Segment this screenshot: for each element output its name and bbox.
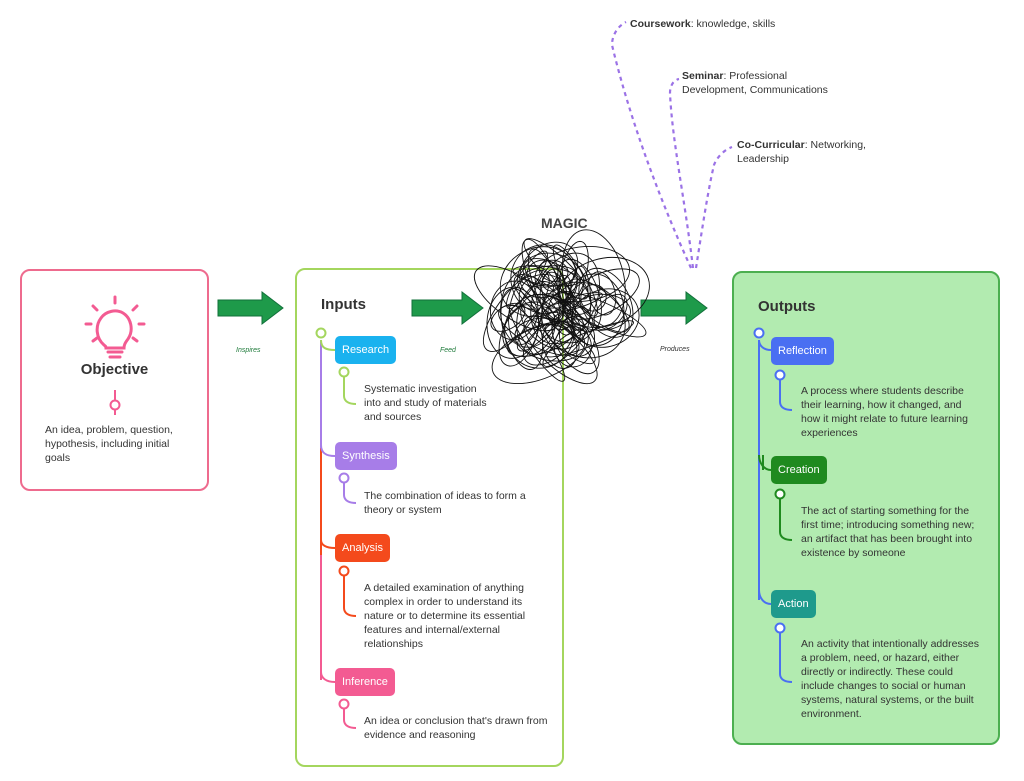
flow-arrows bbox=[217, 290, 708, 326]
cocurricular-name: Co-Curricular bbox=[737, 139, 805, 151]
synthesis-description: The combination of ideas to form a theor… bbox=[364, 490, 526, 516]
scribble-loop bbox=[523, 238, 589, 300]
inspires-label: Inspires bbox=[236, 347, 261, 354]
coursework-tag: Coursework: knowledge, skills bbox=[630, 17, 830, 31]
synthesis-node: Synthesis bbox=[335, 442, 397, 470]
cocurricular-tag: Co-Curricular: Networking, Leadership bbox=[737, 138, 887, 166]
seminar-detail: : Professional Development, Communicatio… bbox=[682, 70, 828, 96]
seminar-tag: Seminar: Professional Development, Commu… bbox=[682, 69, 852, 97]
scribble-loop bbox=[513, 274, 569, 323]
scribble-loop bbox=[547, 292, 576, 331]
seminar-line bbox=[668, 77, 695, 269]
inference-description: An idea or conclusion that's drawn from … bbox=[364, 715, 548, 741]
scribble-loop bbox=[551, 312, 600, 375]
objective-connector bbox=[109, 390, 121, 415]
scribble-loop bbox=[523, 320, 574, 366]
research-node: Research bbox=[335, 336, 397, 364]
scribble-loop bbox=[539, 268, 567, 321]
scribble-loop bbox=[490, 302, 526, 332]
cocurricular-line bbox=[694, 145, 733, 269]
scribble-loop bbox=[519, 241, 579, 299]
action-description: An activity that intentionally addresses… bbox=[801, 638, 980, 720]
scribble-loop bbox=[512, 265, 581, 287]
scribble-loop bbox=[541, 281, 626, 359]
feed-arrow bbox=[411, 290, 484, 326]
produces-label: Produces bbox=[660, 346, 690, 353]
scribble-loop bbox=[557, 257, 650, 328]
coursework-name: Coursework bbox=[630, 18, 691, 30]
inputs-tree bbox=[315, 327, 357, 729]
coursework-detail: : knowledge, skills bbox=[690, 18, 776, 30]
creation-node: Creation bbox=[771, 456, 827, 484]
scribble-loop bbox=[509, 304, 566, 382]
action-node: Action bbox=[771, 590, 816, 618]
reflection-node: Reflection bbox=[771, 337, 834, 365]
scribble-loop bbox=[530, 252, 600, 345]
coursework-line bbox=[610, 21, 693, 269]
scribble-loop bbox=[499, 246, 578, 318]
scribble-loop bbox=[562, 268, 640, 320]
scribble-loop bbox=[571, 293, 631, 331]
magic-scribble bbox=[473, 229, 650, 385]
scribble-loop bbox=[534, 246, 631, 303]
scribble-loop bbox=[565, 273, 625, 347]
research-description: Systematic investigation into and study … bbox=[364, 383, 487, 423]
analysis-description: A detailed examination of anything compl… bbox=[364, 582, 526, 650]
inputs-title: Inputs bbox=[321, 296, 366, 313]
lightbulb-icon bbox=[84, 295, 146, 359]
scribble-loop bbox=[553, 326, 592, 368]
scribble-loop bbox=[556, 258, 602, 333]
scribble-loop bbox=[491, 321, 589, 385]
feed-label: Feed bbox=[440, 347, 456, 354]
scribble-loop bbox=[522, 258, 592, 315]
inspires-arrow bbox=[217, 290, 284, 326]
scribble-loop bbox=[490, 280, 539, 341]
magic-source-lines bbox=[610, 21, 733, 269]
scribble-loop bbox=[580, 284, 607, 312]
magic-title: MAGIC bbox=[541, 215, 588, 231]
outputs-title: Outputs bbox=[758, 298, 816, 315]
scribble-loop bbox=[483, 269, 550, 352]
objective-description: An idea, problem, question, hypothesis, … bbox=[45, 424, 173, 464]
scribble-loop bbox=[578, 267, 634, 338]
outputs-tree bbox=[753, 327, 793, 683]
objective-title: Objective bbox=[80, 361, 149, 378]
reflection-description: A process where students describe their … bbox=[801, 385, 968, 439]
inference-node: Inference bbox=[335, 668, 395, 696]
creation-description: The act of starting something for the fi… bbox=[801, 505, 975, 559]
seminar-name: Seminar bbox=[682, 70, 724, 82]
scribble-loop bbox=[500, 288, 544, 370]
produces-arrow bbox=[640, 290, 708, 326]
analysis-node: Analysis bbox=[335, 534, 390, 562]
scribble-loop bbox=[569, 265, 592, 339]
objective-box bbox=[20, 269, 209, 491]
cocurricular-detail: : Networking, Leadership bbox=[737, 139, 866, 165]
scribble-loop bbox=[517, 252, 585, 309]
